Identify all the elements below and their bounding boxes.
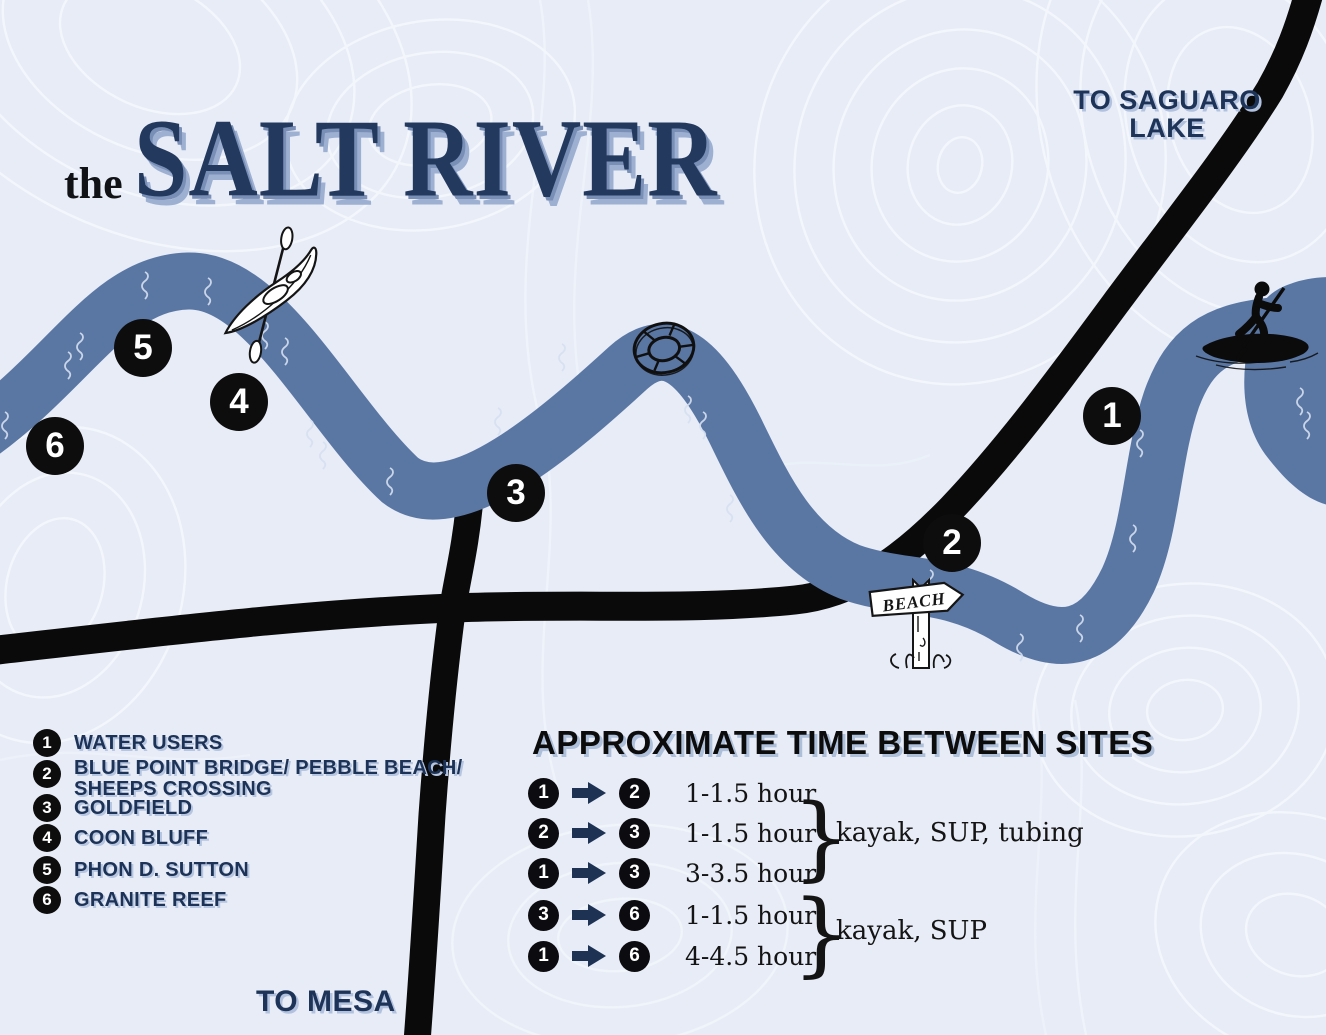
time-to-2: 2 <box>619 777 650 809</box>
time-to-3: 3 <box>619 817 650 849</box>
right-arrow-icon <box>572 904 606 926</box>
group-label-kayak-sup-tubing: kayak, SUP, tubing <box>836 818 1084 848</box>
road-to-saguaro <box>0 0 1323 665</box>
sup-paddler-icon <box>1195 281 1319 371</box>
inner-tube-icon <box>632 321 696 376</box>
time-duration-1: 1-1.5 hour <box>685 778 817 808</box>
label-to-saguaro-lake: TO SAGUARO LAKE <box>1062 86 1272 143</box>
legend-label-3: GOLDFIELD <box>74 796 193 819</box>
legend-label-6: GRANITE REEF <box>74 888 227 911</box>
legend-num-4: 4 <box>33 824 61 852</box>
page-title: SALT RIVER <box>134 98 718 221</box>
title-prefix: the <box>64 159 123 208</box>
map-marker-1: 1 <box>1083 387 1141 445</box>
river <box>0 252 1301 664</box>
label-to-mesa: TO MESA <box>256 985 396 1018</box>
legend-num-3: 3 <box>33 794 61 822</box>
time-to-6: 6 <box>619 899 650 931</box>
time-from-3: 1 <box>528 857 559 889</box>
time-to-3b: 3 <box>619 857 650 889</box>
river-ripples <box>1 271 1311 662</box>
kayak-icon <box>223 226 318 364</box>
time-row-1-3: 1 3 3-3.5 hour <box>528 857 816 889</box>
right-arrow-icon <box>572 945 606 967</box>
time-row-2-3: 2 3 1-1.5 hour <box>528 817 816 849</box>
legend-item-coon-bluff: 4 COON BLUFF <box>33 824 466 852</box>
legend-num-2: 2 <box>33 760 61 788</box>
time-duration-4: 1-1.5 hour <box>685 900 817 930</box>
map-marker-3: 3 <box>487 464 545 522</box>
legend-label-2: BLUE POINT BRIDGE/ PEBBLE BEACH/ SHEEPS … <box>74 757 463 800</box>
legend-item-blue-point-bridge: 2 BLUE POINT BRIDGE/ PEBBLE BEACH/ SHEEP… <box>33 758 466 800</box>
right-arrow-icon <box>572 822 606 844</box>
map-marker-2: 2 <box>923 514 981 572</box>
brace-icon: } <box>792 784 851 891</box>
beach-sign-icon: BEACH <box>868 577 965 669</box>
map-marker-5: 5 <box>114 319 172 377</box>
map-marker-4: 4 <box>210 373 268 431</box>
legend-num-6: 6 <box>33 886 61 914</box>
legend-item-water-users: 1 WATER USERS <box>33 729 466 757</box>
time-row-3-6: 3 6 1-1.5 hour <box>528 899 816 931</box>
legend-label-4: COON BLUFF <box>74 826 209 849</box>
time-duration-5: 4-4.5 hour <box>685 941 817 971</box>
legend-item-phon-d-sutton: 5 PHON D. SUTTON <box>33 856 466 884</box>
to-saguaro-line2: LAKE <box>1129 113 1205 144</box>
to-saguaro-line1: TO SAGUARO <box>1073 85 1261 115</box>
legend-label-1: WATER USERS <box>74 731 223 754</box>
time-duration-2: 1-1.5 hour <box>685 818 817 848</box>
time-duration-3: 3-3.5 hour <box>685 858 817 888</box>
time-from-4: 3 <box>528 899 559 931</box>
time-to-6b: 6 <box>619 940 650 972</box>
time-row-1-6: 1 6 4-4.5 hour <box>528 940 816 972</box>
time-from-5: 1 <box>528 940 559 972</box>
map-marker-6: 6 <box>26 417 84 475</box>
time-from-2: 2 <box>528 817 559 849</box>
legend-label-5: PHON D. SUTTON <box>74 858 249 881</box>
times-heading: APPROXIMATE TIME BETWEEN SITES <box>532 724 1154 761</box>
legend-item-granite-reef: 6 GRANITE REEF <box>33 886 466 914</box>
legend-num-5: 5 <box>33 856 61 884</box>
road-to-mesa <box>403 484 484 1035</box>
group-label-kayak-sup: kayak, SUP <box>836 916 987 946</box>
legend-num-1: 1 <box>33 729 61 757</box>
time-row-1-2: 1 2 1-1.5 hour <box>528 777 816 809</box>
legend-item-goldfield: 3 GOLDFIELD <box>33 794 466 822</box>
time-from-1: 1 <box>528 777 559 809</box>
right-arrow-icon <box>572 862 606 884</box>
right-arrow-icon <box>572 782 606 804</box>
brace-icon: } <box>792 880 851 987</box>
